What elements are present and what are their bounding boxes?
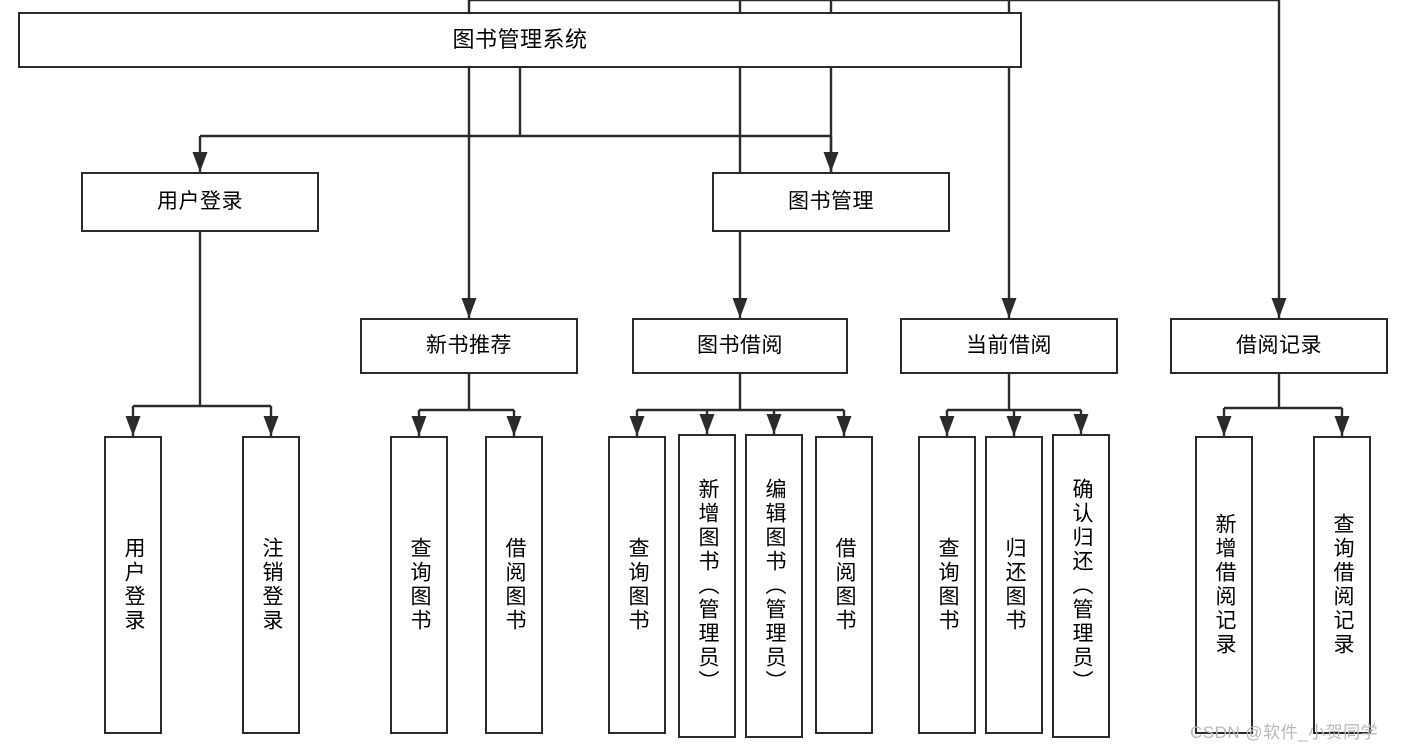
node-label: 查询图书	[408, 537, 432, 633]
arrowhead-user-login-to-leaf-logout	[263, 416, 279, 436]
node-new-book-rec[interactable]: 新书推荐	[360, 318, 578, 374]
node-book-manage[interactable]: 图书管理	[712, 172, 950, 232]
arrowhead-user-login-to-leaf-user-login	[125, 416, 141, 436]
arrowhead-book-borrow-to-leaf-add-book	[699, 414, 715, 434]
node-label: 确认归还（管理员）	[1070, 478, 1094, 694]
node-label: 查询图书	[936, 537, 960, 633]
arrowhead-book-manage-to-book-borrow	[732, 298, 748, 318]
arrowhead-book-manage-to-new-book-rec	[461, 298, 477, 318]
node-leaf-query-book-2[interactable]: 查询图书	[608, 436, 666, 734]
node-leaf-query-book-1[interactable]: 查询图书	[390, 436, 448, 734]
node-current-borrow[interactable]: 当前借阅	[900, 318, 1118, 374]
node-leaf-edit-book[interactable]: 编辑图书（管理员）	[745, 434, 803, 738]
arrowhead-borrow-record-to-leaf-query-record	[1334, 416, 1350, 436]
node-leaf-add-book[interactable]: 新增图书（管理员）	[678, 434, 736, 738]
node-label: 新增图书（管理员）	[696, 478, 720, 694]
node-book-borrow[interactable]: 图书借阅	[632, 318, 848, 374]
arrowhead-book-manage-to-current-borrow	[1001, 298, 1017, 318]
node-label: 借阅记录	[1236, 334, 1322, 358]
arrowhead-book-borrow-to-leaf-edit-book	[766, 414, 782, 434]
node-leaf-add-record[interactable]: 新增借阅记录	[1195, 436, 1253, 734]
node-label: 查询图书	[626, 537, 650, 633]
node-leaf-query-record[interactable]: 查询借阅记录	[1313, 436, 1371, 734]
arrowhead-new-book-rec-to-leaf-query-book-1	[411, 416, 427, 436]
arrowhead-current-borrow-to-leaf-query-book-3	[939, 416, 955, 436]
node-user-login[interactable]: 用户登录	[81, 172, 319, 232]
node-leaf-logout[interactable]: 注销登录	[242, 436, 300, 734]
arrowhead-new-book-rec-to-leaf-borrow-book-1	[506, 416, 522, 436]
node-label: 用户登录	[157, 190, 243, 214]
node-label: 图书借阅	[697, 334, 783, 358]
node-leaf-query-book-3[interactable]: 查询图书	[918, 436, 976, 734]
arrowhead-book-borrow-to-leaf-borrow-book-2	[836, 416, 852, 436]
node-label: 新增借阅记录	[1213, 513, 1237, 657]
node-label: 借阅图书	[833, 537, 857, 633]
node-borrow-record[interactable]: 借阅记录	[1170, 318, 1388, 374]
node-leaf-confirm-return[interactable]: 确认归还（管理员）	[1052, 434, 1110, 738]
node-leaf-return-book[interactable]: 归还图书	[985, 436, 1043, 734]
node-leaf-borrow-book-1[interactable]: 借阅图书	[485, 436, 543, 734]
arrowhead-current-borrow-to-leaf-confirm-return	[1073, 414, 1089, 434]
node-label: 当前借阅	[966, 334, 1052, 358]
node-label: 用户登录	[122, 537, 146, 633]
arrowhead-book-borrow-to-leaf-query-book-2	[629, 416, 645, 436]
node-label: 图书管理系统	[452, 26, 588, 52]
node-label: 借阅图书	[503, 537, 527, 633]
arrowhead-borrow-record-to-leaf-add-record	[1216, 416, 1232, 436]
node-leaf-borrow-book-2[interactable]: 借阅图书	[815, 436, 873, 734]
node-label: 注销登录	[260, 537, 284, 633]
node-label: 查询借阅记录	[1331, 513, 1355, 657]
node-label: 图书管理	[788, 190, 874, 214]
arrowhead-current-borrow-to-leaf-return-book	[1006, 416, 1022, 436]
arrowhead-book-manage-to-borrow-record	[1271, 298, 1287, 318]
node-root[interactable]: 图书管理系统	[18, 12, 1022, 68]
node-label: 编辑图书（管理员）	[763, 478, 787, 694]
node-label: 新书推荐	[426, 334, 512, 358]
node-leaf-user-login[interactable]: 用户登录	[104, 436, 162, 734]
node-label: 归还图书	[1003, 537, 1027, 633]
arrowhead-root-to-user-login	[192, 152, 208, 172]
